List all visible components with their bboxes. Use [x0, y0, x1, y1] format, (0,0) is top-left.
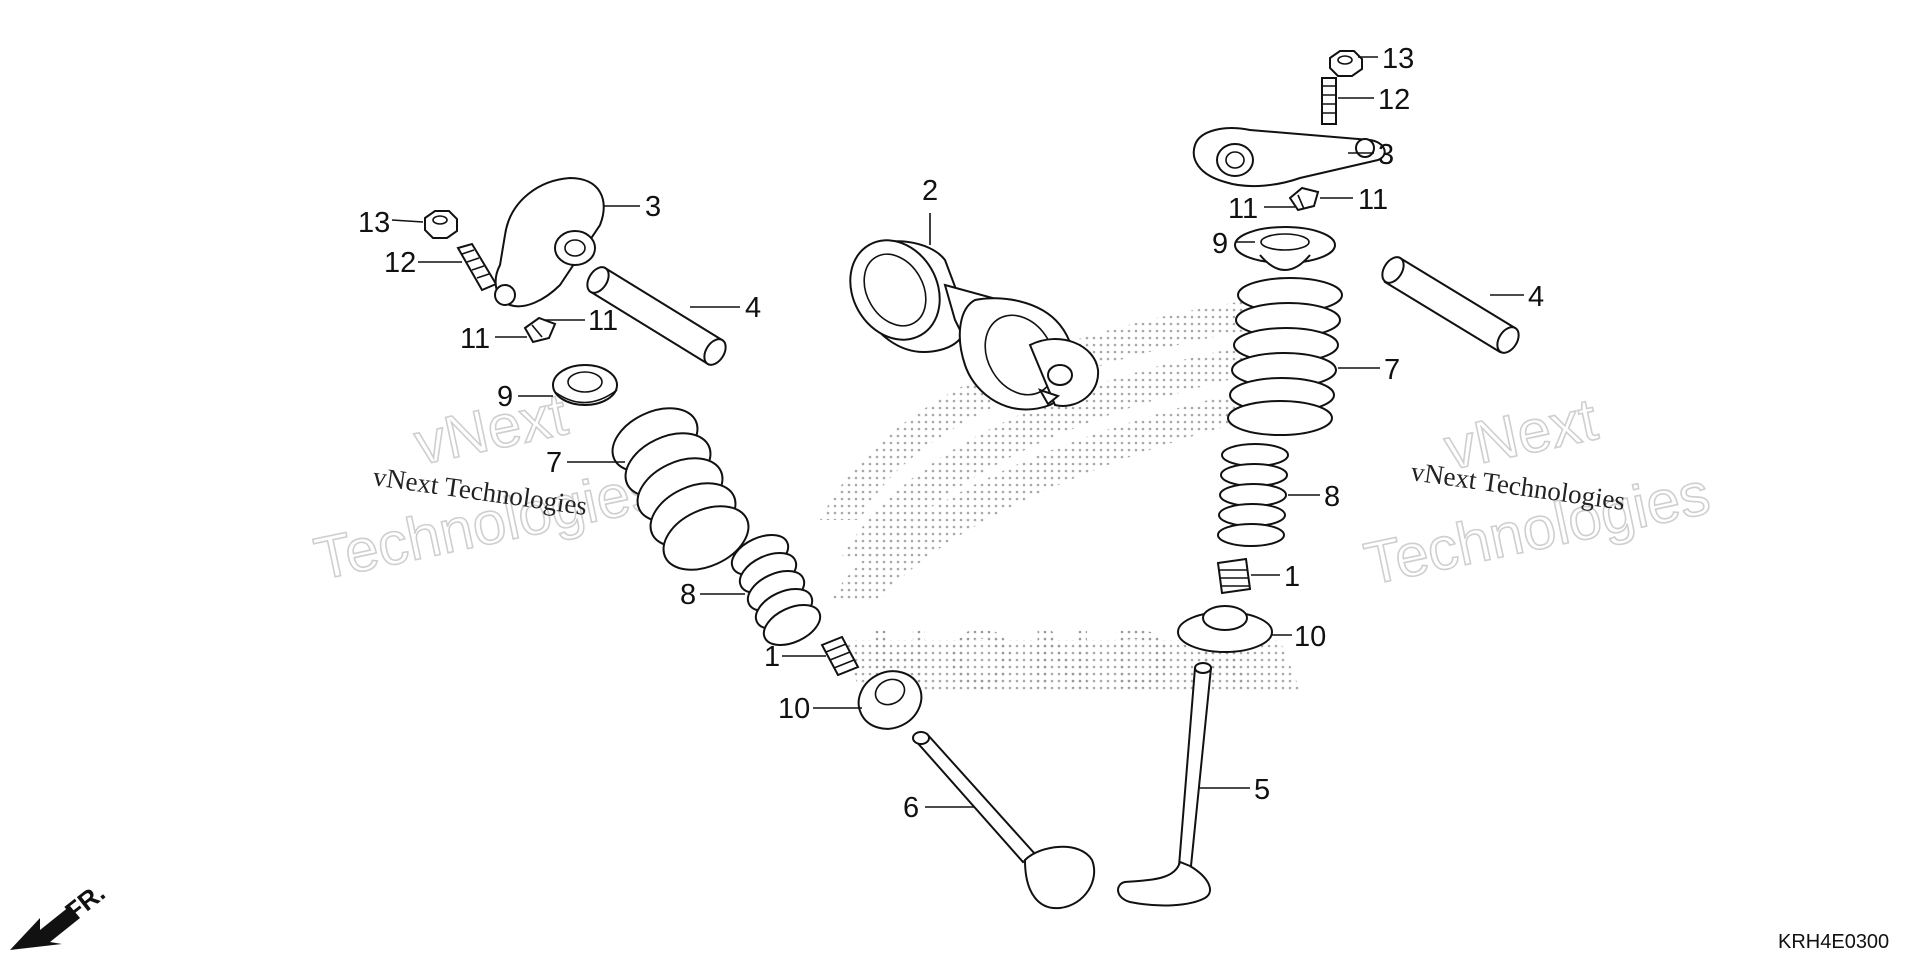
callout-labels: 13 12 3 4 11 11 9 7 8 1 10 6 2 13 12 3 1…: [358, 43, 1544, 824]
right-valve-cotters: [1288, 186, 1320, 212]
callout-left-9: 9: [497, 381, 513, 413]
callout-left-4: 4: [745, 292, 761, 324]
callout-right-4: 4: [1528, 281, 1544, 313]
callout-right-12: 12: [1378, 84, 1410, 116]
right-rocker-arm: [1192, 127, 1386, 188]
right-outer-valve-spring: [1227, 277, 1343, 436]
callout-right-11a: 11: [1228, 193, 1258, 225]
callout-right-8: 8: [1324, 481, 1340, 513]
left-rocker-shaft: [586, 266, 727, 366]
right-valve-stem-seal: [1216, 557, 1252, 595]
left-adjusting-screw: [456, 242, 498, 292]
callout-left-12: 12: [384, 247, 416, 279]
left-inner-valve-spring: [730, 534, 822, 646]
callout-right-7: 7: [1384, 354, 1400, 386]
callout-right-11b: 11: [1358, 184, 1388, 216]
watermark-right: vNext Technologies vNext Technologies: [1358, 384, 1716, 598]
callout-right-3: 3: [1378, 139, 1394, 171]
left-valve-cotters: [523, 316, 557, 344]
callout-left-6: 6: [903, 792, 919, 824]
diagram-code: KRH4E0300: [1778, 931, 1889, 953]
callout-left-11a: 11: [460, 323, 490, 355]
left-nut: [424, 210, 458, 239]
callout-right-5: 5: [1254, 774, 1270, 806]
callout-center-2: 2: [922, 175, 938, 207]
callout-left-3: 3: [645, 191, 661, 223]
left-outer-valve-spring: [611, 407, 750, 571]
callout-left-7: 7: [546, 447, 562, 479]
right-spring-seat: [1177, 605, 1273, 653]
right-adjusting-screw: [1321, 77, 1337, 125]
right-rocker-shaft: [1381, 256, 1520, 354]
callout-left-11b: 11: [588, 305, 618, 337]
left-rocker-arm: [494, 176, 605, 308]
left-valve: [912, 731, 1096, 910]
camshaft: [849, 239, 1100, 411]
right-valve: [1117, 662, 1213, 907]
callout-left-13: 13: [358, 207, 390, 239]
callout-left-8: 8: [680, 579, 696, 611]
callout-left-1: 1: [764, 641, 780, 673]
callout-right-9: 9: [1212, 228, 1228, 260]
front-direction-arrow: FR.: [10, 877, 111, 950]
callout-right-10: 10: [1294, 621, 1326, 653]
watermark-left: vNext Technologies vNext Technologies: [308, 379, 666, 593]
callout-left-10: 10: [778, 693, 810, 725]
left-spring-seat: [857, 670, 923, 730]
leader-lines: [391, 56, 1524, 808]
callout-right-13: 13: [1382, 43, 1414, 75]
svg-text:Technologies: Technologies: [309, 454, 666, 592]
right-inner-valve-spring: [1217, 443, 1289, 547]
callout-right-1: 1: [1284, 561, 1300, 593]
right-spring-retainer: [1234, 226, 1336, 271]
left-valve-stem-seal: [820, 635, 860, 677]
arrow-icon: [10, 906, 80, 950]
background-logo-wing: [820, 300, 1300, 690]
left-spring-retainer: [552, 364, 618, 406]
right-nut: [1329, 50, 1363, 77]
